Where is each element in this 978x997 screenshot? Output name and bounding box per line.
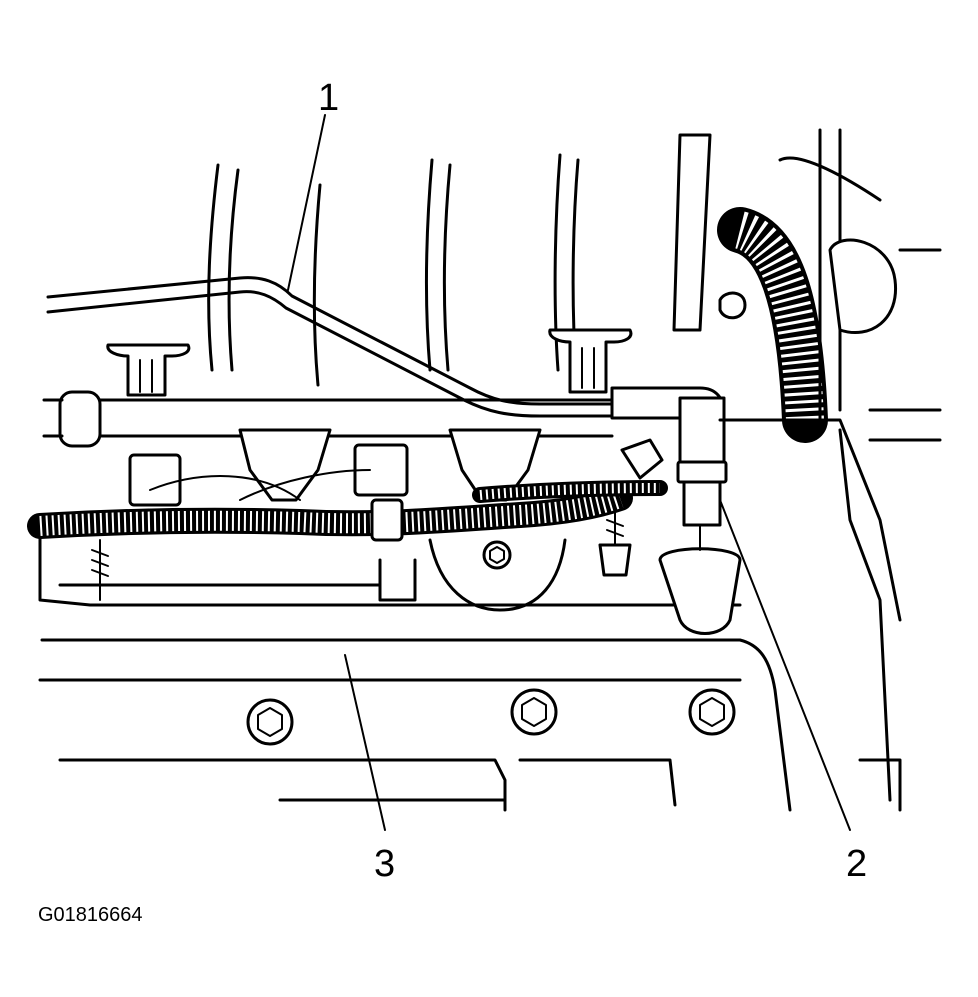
wiring-harness [27, 469, 668, 542]
right-side-components [718, 248, 942, 812]
injector-clips [106, 328, 633, 397]
cylinder-head [38, 523, 792, 812]
head-bolts [246, 540, 736, 746]
leader-lines [287, 114, 851, 831]
sensor-connectors [91, 438, 664, 601]
intake-runners [207, 153, 580, 387]
figure-id: G01816664 [38, 904, 143, 926]
pcv-valve-assembly [610, 386, 742, 635]
callout-2-label: 2 [846, 843, 867, 885]
callout-1-label: 1 [318, 77, 339, 119]
vent-hose [672, 128, 898, 443]
callout-3-label: 3 [374, 843, 395, 885]
